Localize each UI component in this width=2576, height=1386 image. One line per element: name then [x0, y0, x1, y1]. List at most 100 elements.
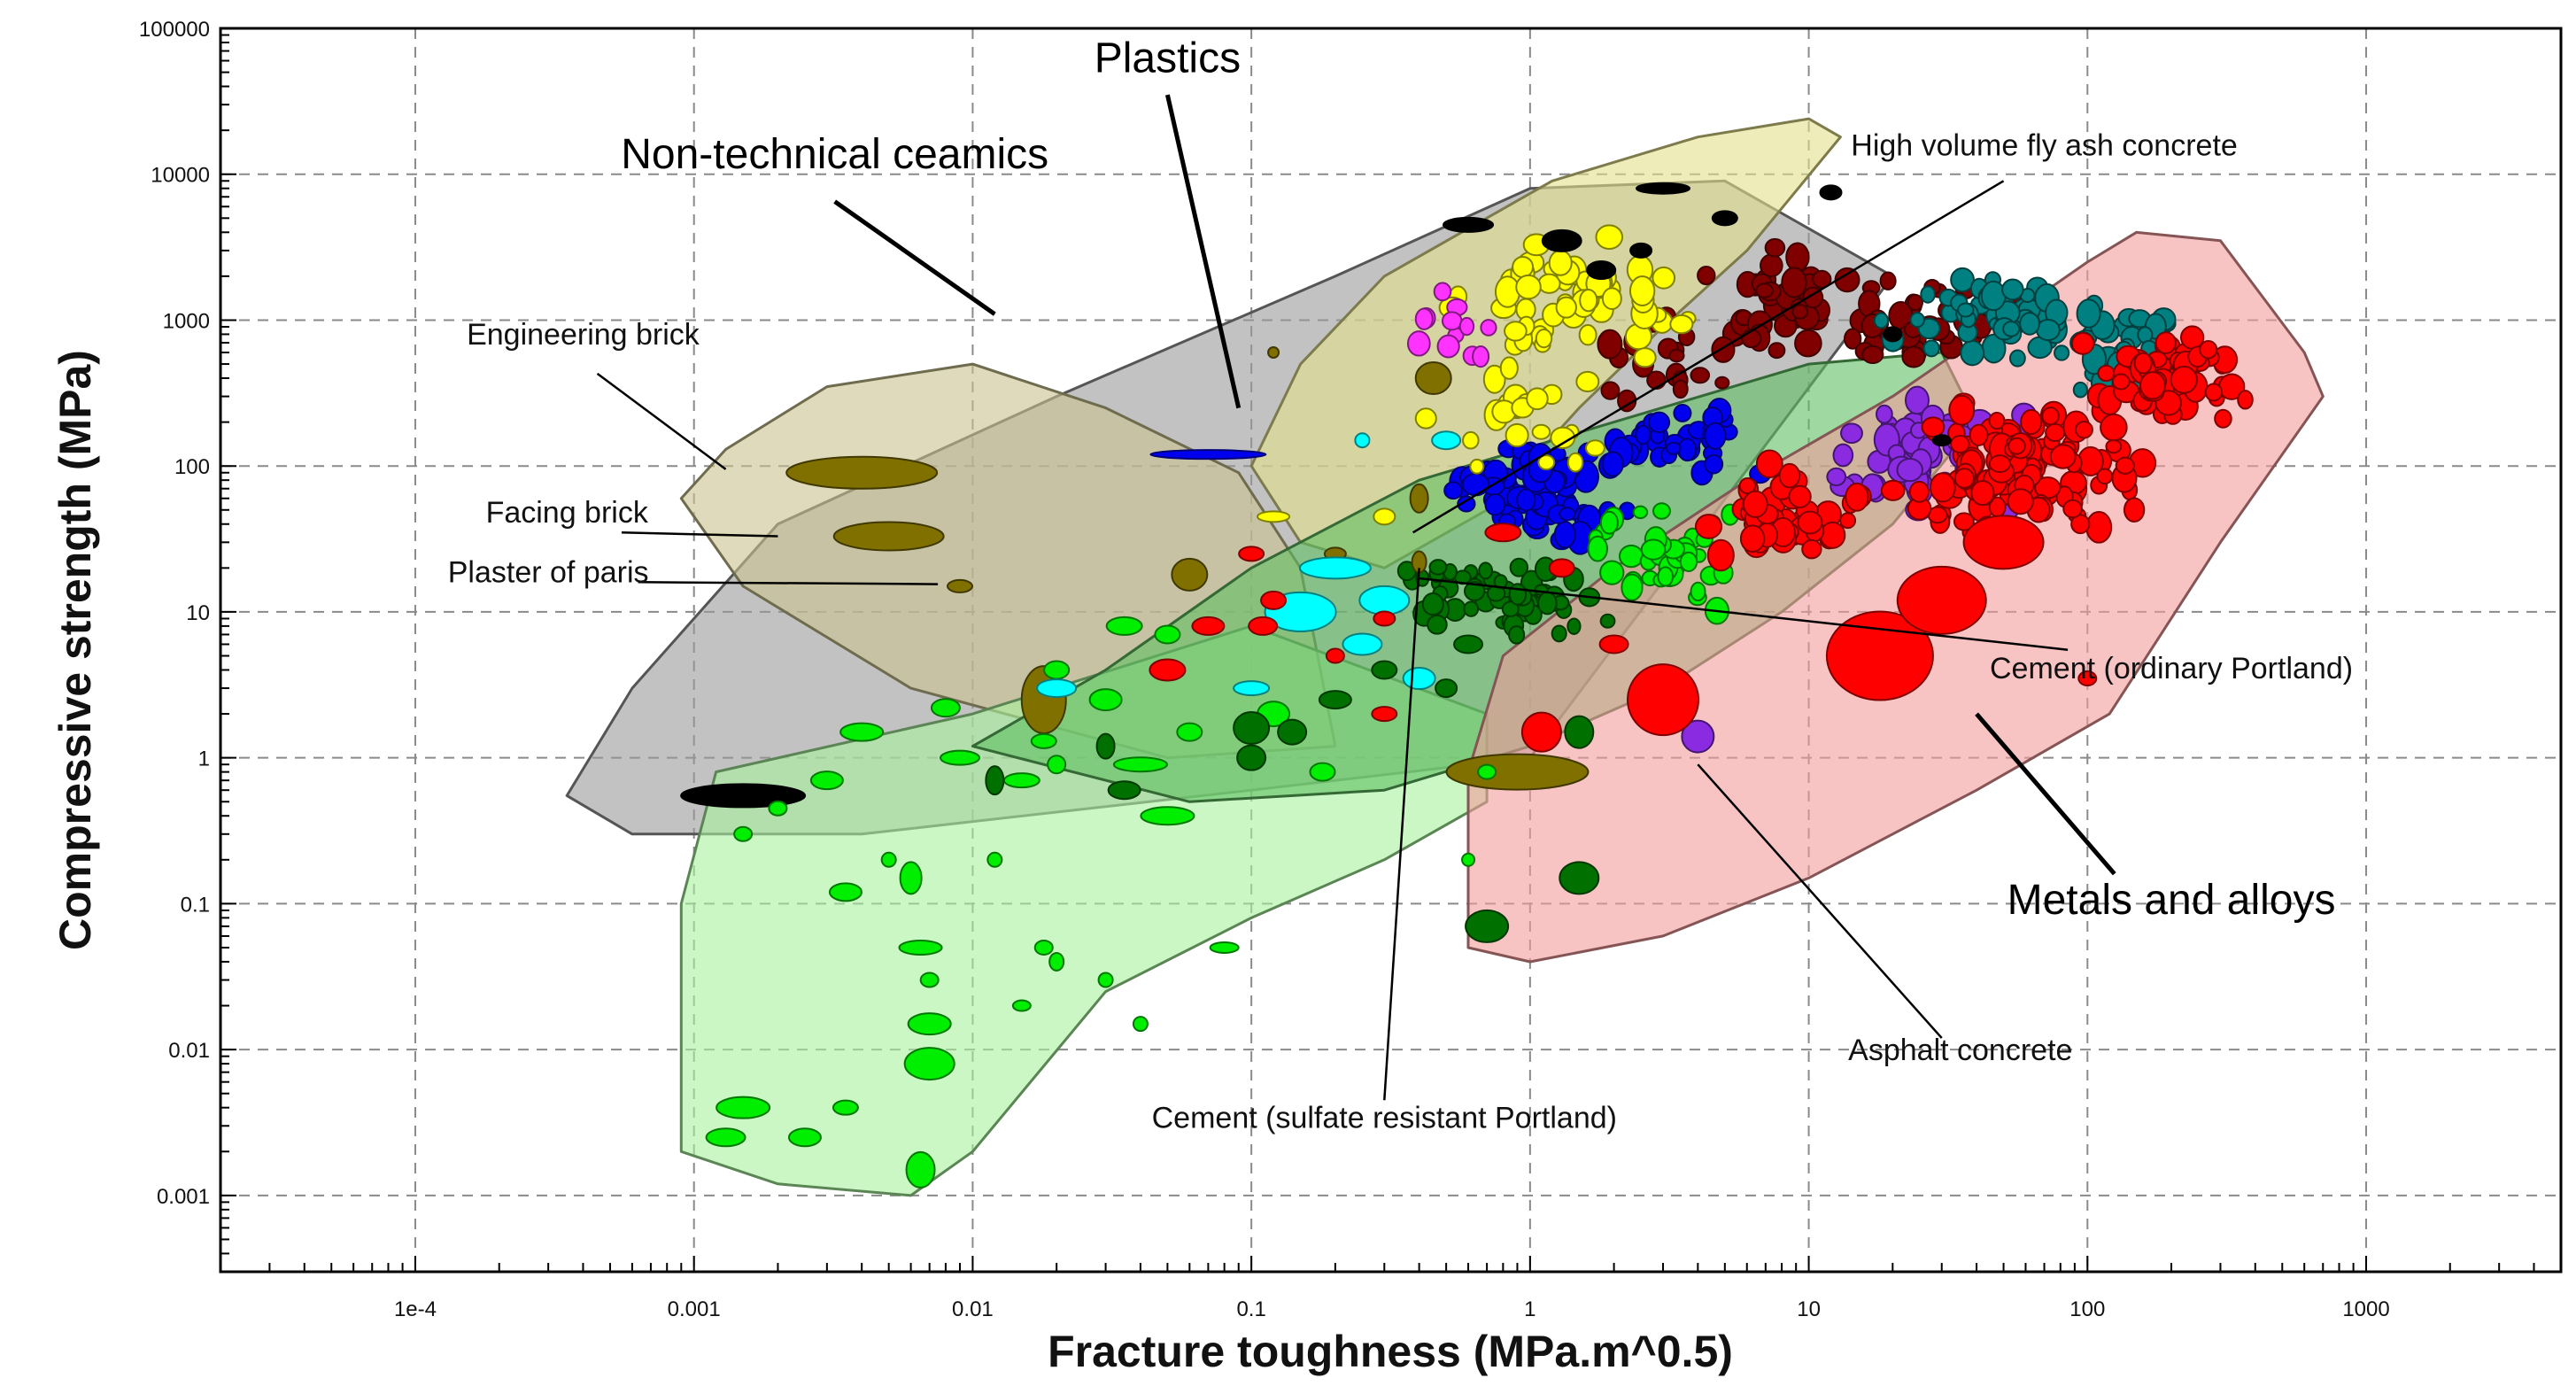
material-ellipse	[1209, 941, 1240, 954]
material-ellipse	[1465, 909, 1510, 943]
material-ellipse	[1342, 632, 1383, 656]
material-point	[1953, 468, 1975, 489]
material-point	[2072, 381, 2088, 399]
material-point	[1601, 287, 1622, 310]
x-tick-label: 100	[2069, 1297, 2105, 1321]
material-ellipse	[1373, 610, 1396, 627]
y-axis-title: Compressive strength (MPa)	[50, 350, 100, 950]
material-point	[1876, 404, 1893, 424]
material-point	[1711, 336, 1736, 363]
material-ellipse	[828, 882, 863, 902]
material-ellipse	[898, 939, 943, 956]
material-point	[1553, 521, 1576, 549]
material-point	[1550, 426, 1576, 450]
material-ellipse	[832, 521, 945, 552]
material-ellipse	[839, 722, 885, 742]
material-point	[2062, 499, 2083, 519]
material-point	[1504, 321, 1528, 342]
material-point	[1690, 581, 1706, 602]
material-ellipse	[1520, 711, 1562, 753]
label-plastics: Plastics	[1095, 35, 1241, 82]
material-point	[2019, 312, 2040, 336]
x-axis-title: Fracture toughness (MPa.m^0.5)	[1048, 1327, 1733, 1376]
material-point	[1697, 265, 1716, 286]
x-tick-label: 10	[1797, 1297, 1821, 1321]
material-point	[1785, 242, 1810, 273]
material-point	[1635, 424, 1652, 445]
material-ellipse	[1112, 756, 1168, 773]
material-point	[1515, 274, 1542, 300]
material-point	[1508, 583, 1528, 606]
leader-line-high-volume-fly-ash-concrete	[1412, 180, 2005, 534]
material-ellipse	[1002, 772, 1040, 789]
material-ellipse	[1257, 510, 1291, 523]
material-point	[1505, 422, 1529, 448]
material-ellipse	[1962, 515, 2045, 570]
material-ellipse	[1233, 711, 1271, 746]
material-ellipse	[1414, 361, 1452, 396]
y-tick-label: 100	[174, 455, 210, 479]
material-point	[1494, 275, 1520, 308]
material-ellipse	[1176, 722, 1203, 742]
material-point	[1668, 348, 1685, 363]
y-tick-label: 100000	[139, 18, 210, 42]
material-point	[1469, 458, 1485, 475]
material-point	[2105, 438, 2123, 454]
material-ellipse	[1233, 680, 1271, 697]
material-point	[1788, 484, 1812, 508]
material-ellipse	[1033, 939, 1054, 956]
material-ellipse	[1354, 432, 1371, 449]
material-ellipse	[1171, 557, 1209, 592]
material-point	[2002, 321, 2021, 337]
material-ellipse	[1453, 634, 1484, 654]
material-point	[1632, 505, 1649, 520]
material-point	[1535, 329, 1553, 349]
material-ellipse	[899, 861, 923, 895]
material-point	[2097, 364, 2116, 383]
material-ellipse	[1149, 658, 1187, 682]
material-point	[1764, 237, 1786, 258]
x-tick-label: 1	[1524, 1297, 1536, 1321]
material-point	[1595, 224, 1624, 250]
material-point	[1427, 614, 1448, 635]
material-point	[2020, 408, 2043, 436]
material-ellipse	[1636, 182, 1691, 195]
material-point	[1797, 510, 1823, 535]
material-ellipse	[1309, 762, 1336, 782]
material-point	[2237, 390, 2254, 410]
material-point	[2001, 278, 2024, 301]
material-point	[1587, 535, 1608, 562]
material-ellipse	[1088, 688, 1123, 712]
y-tick-label: 1000	[163, 309, 210, 333]
material-ellipse	[1154, 624, 1181, 645]
material-point	[1679, 551, 1698, 572]
material-point	[1566, 452, 1584, 473]
material-ellipse	[1358, 585, 1411, 616]
material-ellipse	[1318, 690, 1352, 710]
material-ellipse	[1681, 719, 1715, 754]
material-point	[1812, 269, 1832, 289]
material-ellipse	[930, 698, 961, 718]
material-ellipse	[832, 1099, 859, 1116]
leader-line-plaster-of-paris	[638, 581, 939, 585]
material-point	[1597, 329, 1623, 360]
material-ellipse	[1236, 744, 1267, 771]
y-tick-label: 0.1	[181, 893, 210, 917]
material-point	[1669, 314, 1694, 335]
material-ellipse	[1883, 326, 1903, 343]
material-ellipse	[1461, 852, 1476, 867]
material-ellipse	[1238, 546, 1265, 562]
material-ellipse	[1105, 616, 1143, 636]
material-point	[1690, 367, 1711, 384]
material-point	[1879, 271, 1897, 290]
material-point	[1657, 566, 1675, 587]
material-point	[1463, 600, 1480, 617]
material-ellipse	[1048, 951, 1065, 972]
material-point	[1555, 296, 1577, 319]
material-point	[2123, 497, 2146, 523]
y-tick-label: 1	[198, 747, 210, 771]
material-ellipse	[919, 972, 940, 988]
material-point	[1531, 423, 1551, 440]
material-point	[1908, 480, 1930, 503]
label-metals-and-alloys: Metals and alloys	[2007, 877, 2336, 924]
